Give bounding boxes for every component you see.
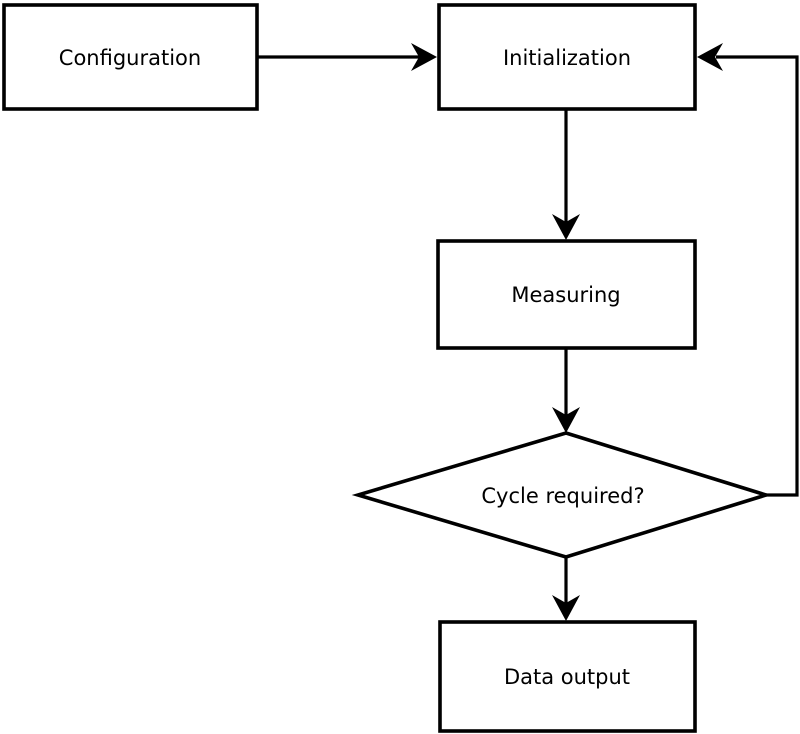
node-data-output: Data output xyxy=(438,620,697,733)
configuration-label: Configuration xyxy=(59,46,201,70)
node-configuration: Configuration xyxy=(2,3,259,111)
node-measuring: Measuring xyxy=(436,239,697,350)
initialization-box xyxy=(437,3,697,111)
arrowhead-left-icon xyxy=(697,43,723,71)
edge-cycle-required-to-initialization-feedback xyxy=(697,43,799,497)
edge-configuration-to-initialization xyxy=(257,43,437,71)
arrowhead-down-icon xyxy=(552,214,580,240)
cycle-required-label: Cycle required? xyxy=(481,484,644,508)
edge-initialization-to-measuring xyxy=(552,109,580,240)
arrowhead-right-icon xyxy=(411,43,437,71)
measuring-box xyxy=(436,239,697,350)
initialization-label: Initialization xyxy=(503,46,631,70)
arrowhead-down-icon xyxy=(552,407,580,433)
arrowhead-down-icon xyxy=(552,595,580,621)
configuration-box xyxy=(2,3,259,111)
data-output-box xyxy=(438,620,697,733)
node-cycle-required: Cycle required? xyxy=(351,431,773,559)
measuring-label: Measuring xyxy=(511,283,620,307)
cycle-required-diamond xyxy=(351,431,773,559)
node-initialization: Initialization xyxy=(437,3,697,111)
data-output-label: Data output xyxy=(504,665,630,689)
edge-measuring-to-cycle-required xyxy=(552,348,580,433)
edge-feedback-polyline xyxy=(716,55,799,497)
edge-cycle-required-to-data-output xyxy=(552,557,580,621)
